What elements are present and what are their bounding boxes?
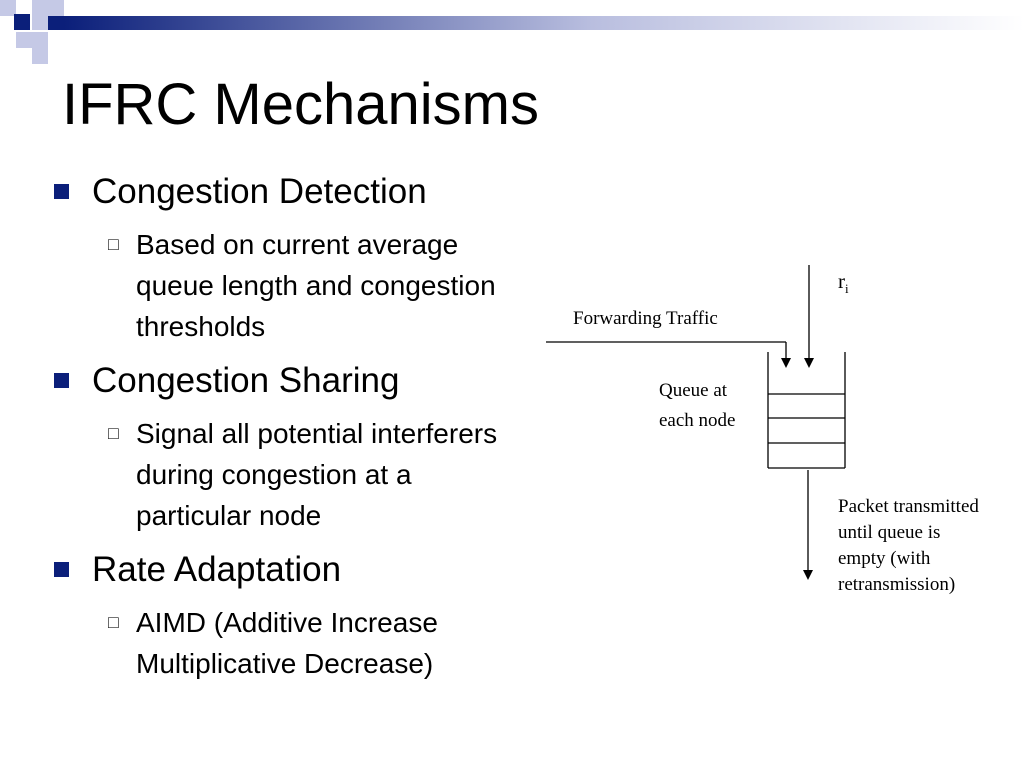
hollow-square-bullet-icon: □ — [108, 423, 119, 443]
header-decoration — [0, 0, 1024, 64]
hollow-square-bullet-icon: □ — [108, 612, 119, 632]
sub-bullet-line: particular node — [136, 500, 322, 531]
sub-bullet-line: Signal all potential interferers — [136, 418, 498, 449]
square-bullet-icon — [54, 184, 69, 199]
sub-bullet-line: queue length and congestion — [136, 270, 496, 301]
sub-bullet-line: Based on current average — [136, 229, 459, 260]
hollow-square-bullet-icon: □ — [108, 234, 119, 254]
sub-bullet-line: Multiplicative Decrease) — [136, 648, 434, 679]
incoming-rate-arrow — [804, 265, 814, 368]
square-bullet-icon — [54, 373, 69, 388]
rate-subscript: i — [845, 281, 849, 297]
forwarding-traffic-arrow — [546, 341, 791, 368]
output-arrow — [803, 470, 813, 580]
sub-bullet-line: AIMD (Additive Increase — [136, 607, 438, 638]
rate-label: ri — [838, 269, 849, 297]
packet-transmitted-label: Packet transmitted until queue is empty … — [838, 496, 979, 595]
forwarding-traffic-label: Forwarding Traffic — [573, 308, 718, 329]
bullet-label: Congestion Detection — [92, 172, 427, 211]
slide-title: IFRC Mechanisms — [62, 72, 539, 137]
bullet-label: Rate Adaptation — [92, 550, 342, 589]
sub-bullet-line: thresholds — [136, 311, 266, 342]
sub-bullet-line: during congestion at a — [136, 459, 412, 490]
bullet-label: Congestion Sharing — [92, 361, 400, 400]
square-bullet-icon — [54, 562, 69, 577]
queue-box — [767, 352, 846, 469]
queue-label: Queue at each node — [659, 380, 736, 431]
